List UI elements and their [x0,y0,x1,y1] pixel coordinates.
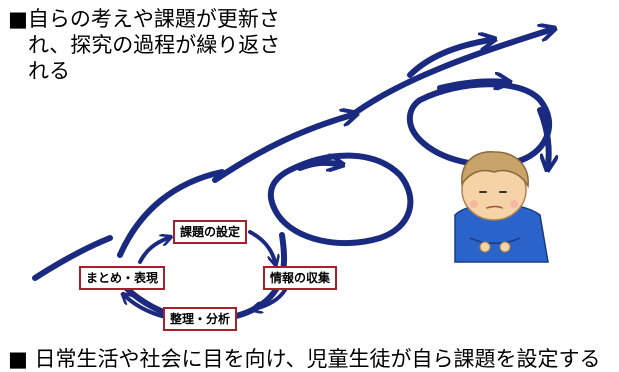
heading: ■自らの考えや課題が更新さ れ、探究の過程が繰り返さ れる [8,6,328,84]
spiral-loop-2-inner [267,152,414,247]
spiral-loop-3 [349,30,550,118]
spiral-loop-3-top [407,40,490,78]
step-summary: まとめ・表現 [79,266,166,290]
arrow-collection-to-organize [255,288,287,309]
step-setting: 課題の設定 [173,220,248,244]
step-collection-label: 情報の収集 [270,271,331,285]
spiral-loop-1 [117,169,225,258]
bottom-description: ■ 日常生活や社会に目を向け、児童生徒が自ら課題を設定する [8,347,601,371]
step-collection: 情報の収集 [263,266,338,290]
spiral-loop-3-end [537,107,549,165]
student-illustration [454,151,549,263]
spiral-loop-3-mid [437,81,505,88]
step-organize: 整理・分析 [163,307,238,331]
arrow-setting-to-collection [248,230,275,262]
spiral-loop-2-arrow [297,163,338,168]
arrow-summary-to-setting [138,238,168,264]
heading-line-1: ■自らの考えや課題が更新さ [8,7,280,31]
spiral-loop-3-inner [406,81,553,168]
step-summary-label: まとめ・表現 [86,271,159,285]
step-setting-label: 課題の設定 [180,225,241,239]
heading-line-3: れる [28,59,70,83]
spiral-tail [32,235,113,281]
spiral-loop-2 [212,115,352,183]
heading-line-2: れ、探究の過程が繰り返さ [28,33,281,57]
step-organize-label: 整理・分析 [170,312,231,326]
